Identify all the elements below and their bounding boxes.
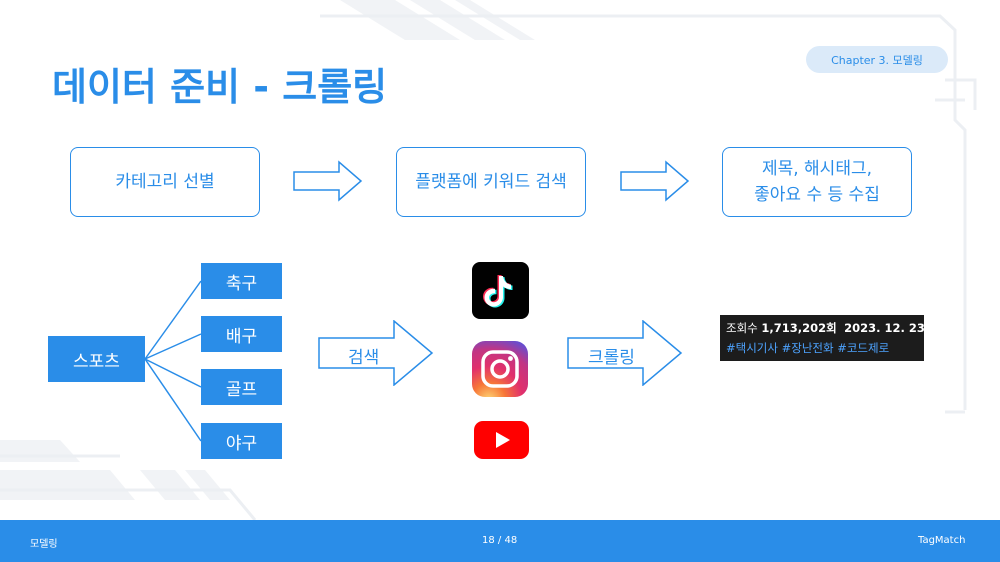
view-count-prefix: 조회수 [726,321,762,335]
flow-step-label: 플랫폼에 키워드 검색 [415,172,567,192]
category-label: 축구 [225,273,258,294]
category-label: 골프 [225,379,258,400]
flow-step-label: 제목, 해시태그, 좋아요 수 등 수집 [754,159,880,205]
category-box-golf: 골프 [201,369,282,405]
category-label: 배구 [225,326,258,347]
page-number: 18 / 48 [482,535,518,546]
view-count-value: 1,713,202회 [761,321,837,335]
root-category-label: 스포츠 [73,351,120,372]
flow-step-search: 플랫폼에 키워드 검색 [396,147,586,217]
page-title: 데이터 준비 - 크롤링 [52,65,388,109]
hashtag-line: #택시기사 #장난전화 #코드제로 [726,341,890,355]
footer-bar: 모델링 18 / 48 TagMatch [0,520,1000,562]
crawl-result-panel: 조회수 1,713,202회 2023. 12. 23. #택시기사 #장난전화… [720,315,924,361]
category-box-volleyball: 배구 [201,316,282,352]
instagram-icon [472,341,528,397]
flow-step-label: 카테고리 선별 [115,172,215,192]
flow-arrow-1 [293,160,363,202]
root-category-box: 스포츠 [48,336,145,382]
flow-step-category: 카테고리 선별 [70,147,260,217]
search-arrow [318,320,434,386]
flow-step-collect: 제목, 해시태그, 좋아요 수 등 수집 [722,147,912,217]
crawl-arrow [567,320,683,386]
footer-section: 모델링 [30,539,58,550]
search-arrow-label: 검색 [348,348,380,368]
flow-arrow-2 [620,160,690,202]
category-box-soccer: 축구 [201,263,282,299]
youtube-icon [474,421,529,459]
category-box-baseball: 야구 [201,423,282,459]
tiktok-icon [472,262,529,319]
upload-date: 2023. 12. 23. [844,321,924,335]
category-label: 야구 [225,433,258,454]
footer-brand: TagMatch [918,535,966,546]
crawl-arrow-label: 크롤링 [588,348,635,368]
chapter-badge: Chapter 3. 모델링 [806,46,948,73]
view-count-line: 조회수 1,713,202회 2023. 12. 23. [726,318,924,338]
